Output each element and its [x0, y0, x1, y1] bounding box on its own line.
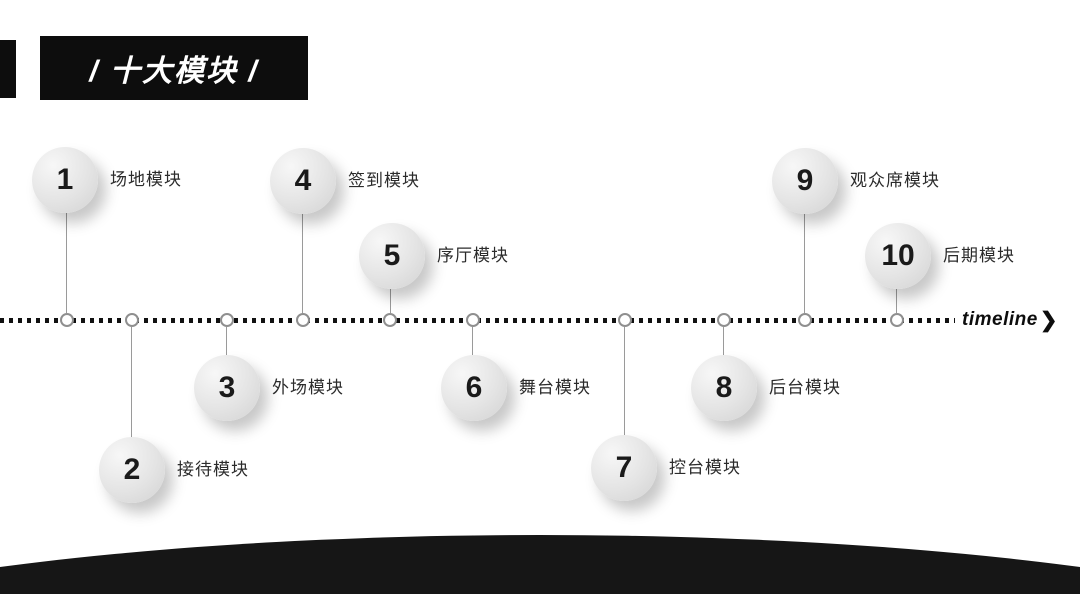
- module-connector: [804, 214, 805, 313]
- timeline-label: timeline ❯: [962, 308, 1058, 332]
- module-circle: 2: [99, 437, 165, 503]
- timeline-node: [890, 313, 904, 327]
- module-number: 7: [615, 451, 633, 484]
- page-title: / 十大模块 /: [89, 55, 259, 88]
- title-box: / 十大模块 /: [40, 36, 308, 100]
- module-number: 9: [796, 164, 814, 197]
- module-number: 1: [56, 163, 74, 196]
- timeline-arrow-icon: ❯: [1039, 308, 1058, 332]
- module-circle: 9: [772, 148, 838, 214]
- timeline-node: [383, 313, 397, 327]
- module-label: 控台模块: [669, 458, 741, 477]
- module-connector: [472, 327, 473, 355]
- module-connector: [723, 327, 724, 355]
- module-connector: [624, 327, 625, 435]
- module-label: 后台模块: [769, 378, 841, 397]
- module-label: 外场模块: [272, 378, 344, 397]
- module-connector: [390, 289, 391, 313]
- module-label: 接待模块: [177, 460, 249, 479]
- module-label: 签到模块: [348, 171, 420, 190]
- left-edge-block: [0, 40, 16, 98]
- module-number: 10: [881, 239, 915, 272]
- module-number: 4: [294, 164, 312, 197]
- module-label: 舞台模块: [519, 378, 591, 397]
- module-circle: 1: [32, 147, 98, 213]
- module-number: 5: [383, 239, 401, 272]
- module-number: 3: [218, 371, 236, 404]
- module-label: 后期模块: [943, 246, 1015, 265]
- module-circle: 10: [865, 223, 931, 289]
- timeline-node: [466, 313, 480, 327]
- module-connector: [131, 327, 132, 437]
- module-circle: 6: [441, 355, 507, 421]
- module-label: 观众席模块: [850, 171, 940, 190]
- timeline-node: [220, 313, 234, 327]
- timeline-node: [125, 313, 139, 327]
- module-circle: 5: [359, 223, 425, 289]
- timeline-text: timeline: [962, 309, 1038, 330]
- module-number: 8: [715, 371, 733, 404]
- module-label: 序厅模块: [437, 246, 509, 265]
- timeline-node: [60, 313, 74, 327]
- module-connector: [66, 213, 67, 313]
- module-circle: 8: [691, 355, 757, 421]
- module-number: 2: [123, 453, 141, 486]
- timeline-node: [618, 313, 632, 327]
- module-circle: 7: [591, 435, 657, 501]
- module-label: 场地模块: [110, 170, 182, 189]
- timeline-node: [296, 313, 310, 327]
- module-circle: 3: [194, 355, 260, 421]
- bottom-arc: [0, 535, 1080, 594]
- module-circle: 4: [270, 148, 336, 214]
- module-connector: [226, 327, 227, 355]
- timeline-node: [798, 313, 812, 327]
- timeline-node: [717, 313, 731, 327]
- module-connector: [302, 214, 303, 313]
- module-number: 6: [465, 371, 483, 404]
- module-connector: [896, 289, 897, 313]
